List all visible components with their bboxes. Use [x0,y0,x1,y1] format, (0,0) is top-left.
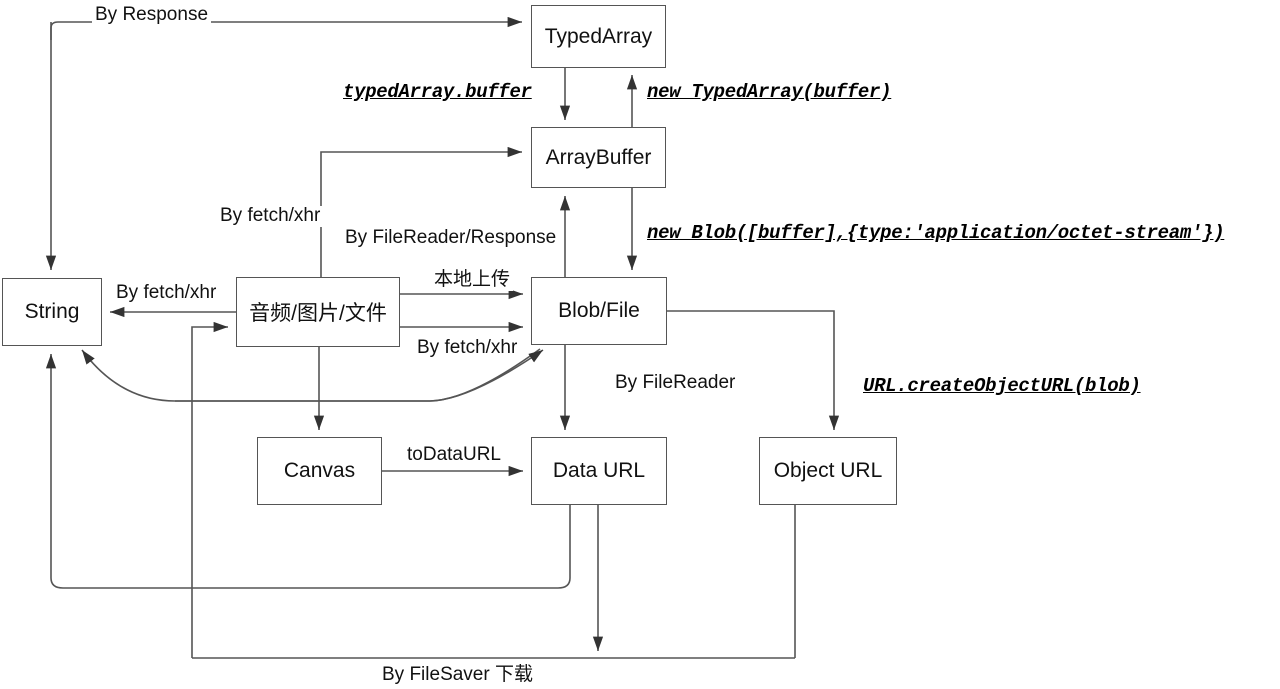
node-label: Data URL [552,459,646,482]
edge-label-local-upload: 本地上传 [431,269,514,291]
code-label-typed-array-buffer: typedArray.buffer [341,81,534,103]
code-label-new-typed-array: new TypedArray(buffer) [645,81,894,103]
node-label: Canvas [283,459,356,482]
edge-media-bottom-to-blob [175,349,544,402]
code-label-create-object-url: URL.createObjectURL(blob) [861,375,1143,397]
edge-fetch-to-arraybuffer [320,146,522,277]
node-data-url[interactable]: Data URL [531,437,667,505]
edge-label-by-fetch-xhr-buffer: By fetch/xhr [217,205,324,227]
node-media-file[interactable]: 音频/图片/文件 [236,277,400,347]
node-canvas[interactable]: Canvas [257,437,382,505]
node-string[interactable]: String [2,278,102,346]
node-object-url[interactable]: Object URL [759,437,897,505]
edge-label-by-response: By Response [92,4,212,26]
node-label: Blob/File [558,299,640,322]
edge-label-by-fetch-xhr-blob: By fetch/xhr [414,337,521,359]
edge-dataurl-to-string [45,354,571,589]
node-blob-file[interactable]: Blob/File [531,277,667,345]
node-label: 音频/图片/文件 [249,302,387,325]
node-label: TypedArray [544,24,653,48]
edge-label-by-filesaver: By FileSaver 下载 [379,664,536,686]
edge-label-to-data-url: toDataURL [404,444,504,466]
node-label: ArrayBuffer [545,145,652,169]
node-label: Object URL [773,459,883,482]
edge-blob-to-objecturl [667,310,840,430]
node-typed-array[interactable]: TypedArray [531,5,666,68]
edge-label-by-filereader-response: By FileReader/Response [342,227,560,249]
edge-label-by-fetch-xhr-string: By fetch/xhr [113,282,220,304]
edge-label-by-filereader: By FileReader [612,372,739,394]
code-label-new-blob: new Blob([buffer],{type:'application/oct… [645,222,1227,244]
node-array-buffer[interactable]: ArrayBuffer [531,127,666,188]
edge-bottom-to-media [191,321,228,658]
node-label: String [24,300,80,323]
